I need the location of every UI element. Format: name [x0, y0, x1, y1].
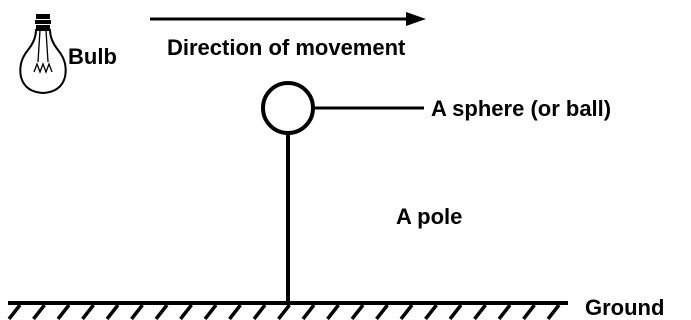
- direction-label: Direction of movement: [167, 35, 406, 60]
- right-arrow-icon: [150, 12, 426, 26]
- light-bulb-icon: [19, 14, 67, 95]
- bulb-label: Bulb: [68, 44, 117, 69]
- ground: [7, 301, 568, 320]
- ground-label: Ground: [585, 295, 664, 320]
- pole-label: A pole: [396, 204, 462, 229]
- ground-hatching: [7, 303, 561, 320]
- sphere-label: A sphere (or ball): [431, 96, 611, 121]
- sphere: [261, 81, 315, 135]
